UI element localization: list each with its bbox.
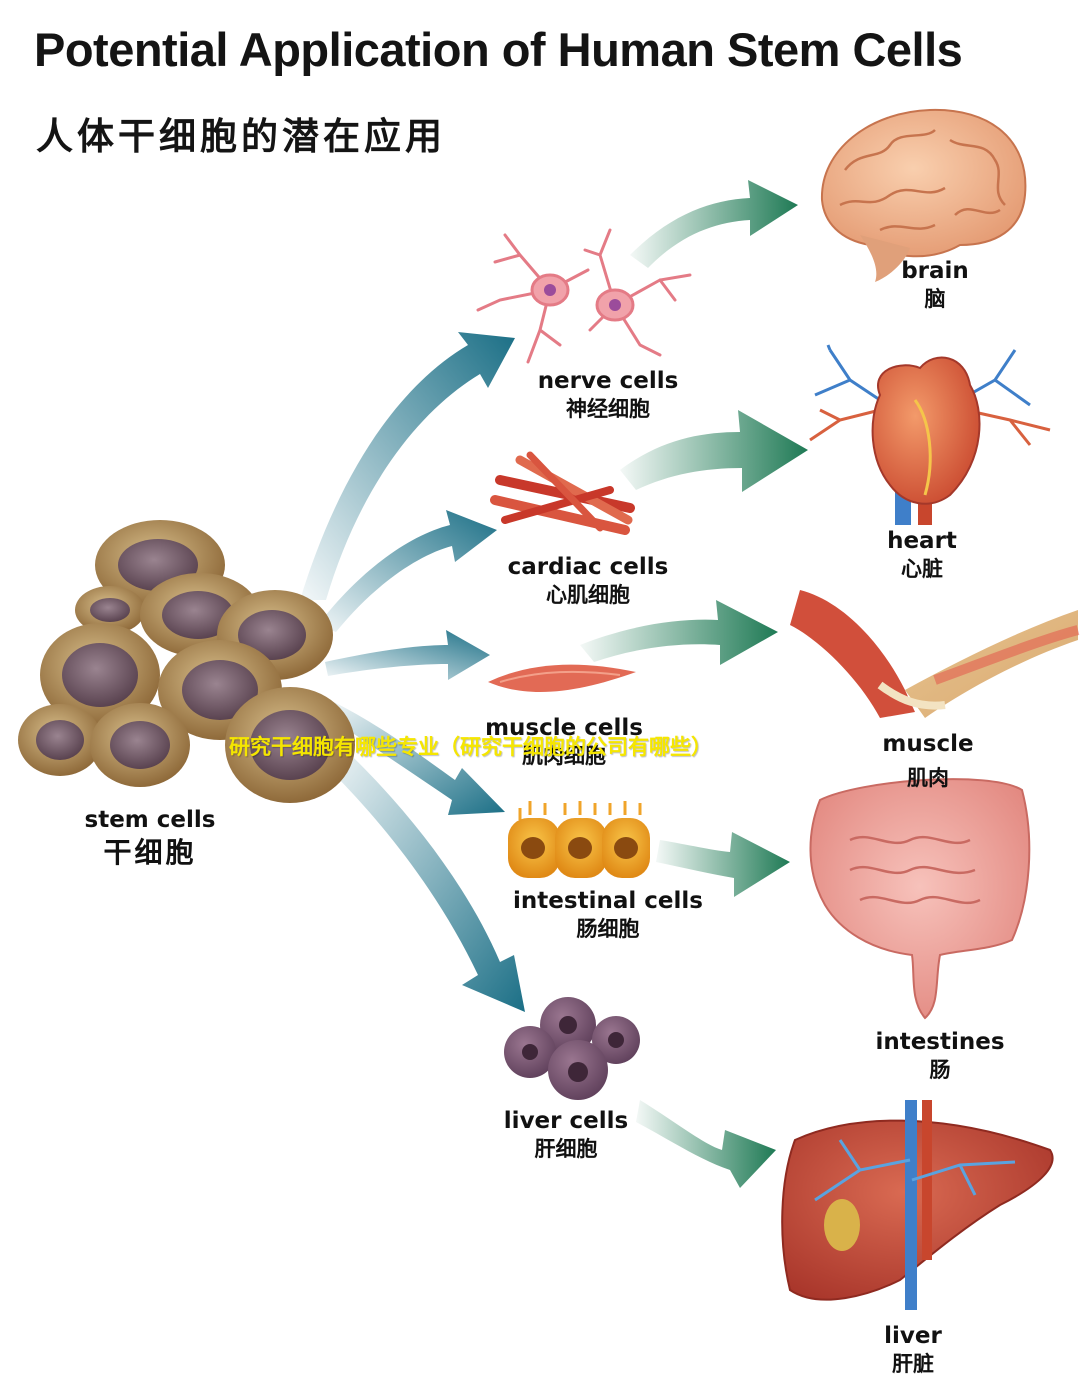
cardiac-cells-label-en: cardiac cells xyxy=(507,554,669,580)
nerve-cells-label-en: nerve cells xyxy=(537,368,679,394)
stem-cells-label-en: stem cells xyxy=(84,807,216,833)
arrow-to-intestines xyxy=(656,832,790,897)
arrow-to-muscle xyxy=(580,600,778,665)
intestines-image xyxy=(809,778,1031,1020)
muscle-image xyxy=(790,590,1080,718)
liver-image xyxy=(781,1100,1054,1310)
liver-cells-label-en: liver cells xyxy=(503,1108,629,1134)
liver-label: liver 肝脏 xyxy=(853,1322,973,1377)
arrow-to-liver-cells xyxy=(330,740,525,1012)
intestinal-cells-label-en: intestinal cells xyxy=(513,888,703,914)
liver-cells-label: liver cells 肝细胞 xyxy=(486,1107,646,1162)
cardiac-cells-label: cardiac cells 心肌细胞 xyxy=(498,553,678,608)
title-english: Potential Application of Human Stem Cell… xyxy=(34,23,963,76)
liver-cells-image xyxy=(504,997,640,1100)
heart-label: heart 心脏 xyxy=(862,527,982,582)
intestinal-cells-image xyxy=(508,801,650,878)
arrow-to-brain xyxy=(630,180,798,268)
brain-image xyxy=(820,108,1027,282)
muscle-label-en: muscle xyxy=(882,731,974,757)
title-chinese: 人体干细胞的潜在应用 xyxy=(36,115,446,158)
muscle-label-zh: 肌肉 xyxy=(907,765,949,790)
cardiac-cells-image xyxy=(490,451,635,535)
stem-cells-image xyxy=(18,520,355,803)
muscle-cells-label-en: muscle cells xyxy=(485,715,643,741)
intestinal-cells-label: intestinal cells 肠细胞 xyxy=(503,887,713,942)
muscle-cells-label-zh: 肌肉细胞 xyxy=(522,743,606,768)
intestines-label-zh: 肠 xyxy=(929,1057,951,1082)
muscle-cells-label: muscle cells 肌肉细胞 xyxy=(474,714,654,769)
arrows-to-cells xyxy=(300,332,525,1012)
arrow-to-cardiac-cells xyxy=(318,510,497,632)
intestinal-cells-label-zh: 肠细胞 xyxy=(576,916,640,941)
arrow-to-nerve-cells xyxy=(300,332,515,600)
intestines-label: intestines 肠 xyxy=(870,1028,1010,1083)
muscle-label: muscle 肌肉 xyxy=(868,730,988,791)
brain-label: brain 脑 xyxy=(875,257,995,312)
brain-label-en: brain xyxy=(901,258,969,284)
arrow-to-muscle-cells xyxy=(325,630,490,680)
brain-label-zh: 脑 xyxy=(924,286,946,311)
heart-label-zh: 心脏 xyxy=(901,556,943,581)
arrow-to-liver xyxy=(636,1100,776,1188)
cardiac-cells-label-zh: 心肌细胞 xyxy=(546,582,630,607)
stem-cells-label: stem cells 干细胞 xyxy=(80,806,220,870)
liver-label-en: liver xyxy=(884,1323,942,1349)
liver-cells-label-zh: 肝细胞 xyxy=(534,1136,598,1161)
liver-label-zh: 肝脏 xyxy=(892,1351,934,1376)
arrow-to-intestinal-cells xyxy=(330,700,505,815)
arrows-to-organs xyxy=(580,180,808,1188)
arrow-to-heart xyxy=(620,410,808,492)
intestines-label-en: intestines xyxy=(875,1029,1005,1055)
heart-label-en: heart xyxy=(887,528,957,554)
nerve-cells-label-zh: 神经细胞 xyxy=(566,396,650,421)
nerve-cells-image xyxy=(476,228,692,364)
muscle-cells-image xyxy=(488,664,636,693)
heart-image xyxy=(809,344,1051,525)
nerve-cells-label: nerve cells 神经细胞 xyxy=(518,367,698,422)
stem-cells-label-zh: 干细胞 xyxy=(103,835,197,869)
overlay-caption: 研究干细胞有哪些专业（研究干细胞的公司有哪些） xyxy=(229,735,712,759)
